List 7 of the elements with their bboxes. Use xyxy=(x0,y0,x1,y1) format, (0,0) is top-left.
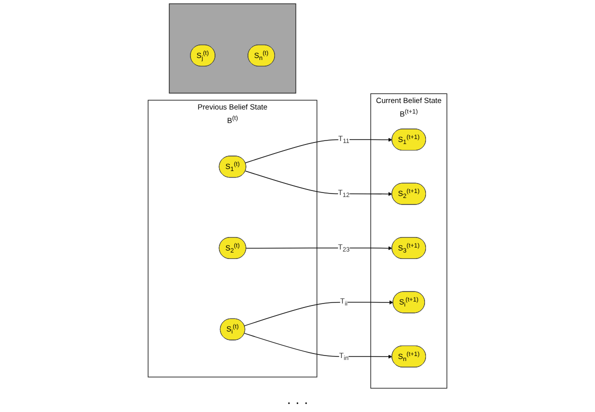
arrow xyxy=(244,170,392,196)
arrow xyxy=(244,300,394,326)
cluster xyxy=(168,3,296,94)
arrow xyxy=(246,246,392,250)
arrow xyxy=(244,138,392,164)
arrow xyxy=(244,332,392,359)
ellipsis-label: · · · xyxy=(286,394,308,410)
